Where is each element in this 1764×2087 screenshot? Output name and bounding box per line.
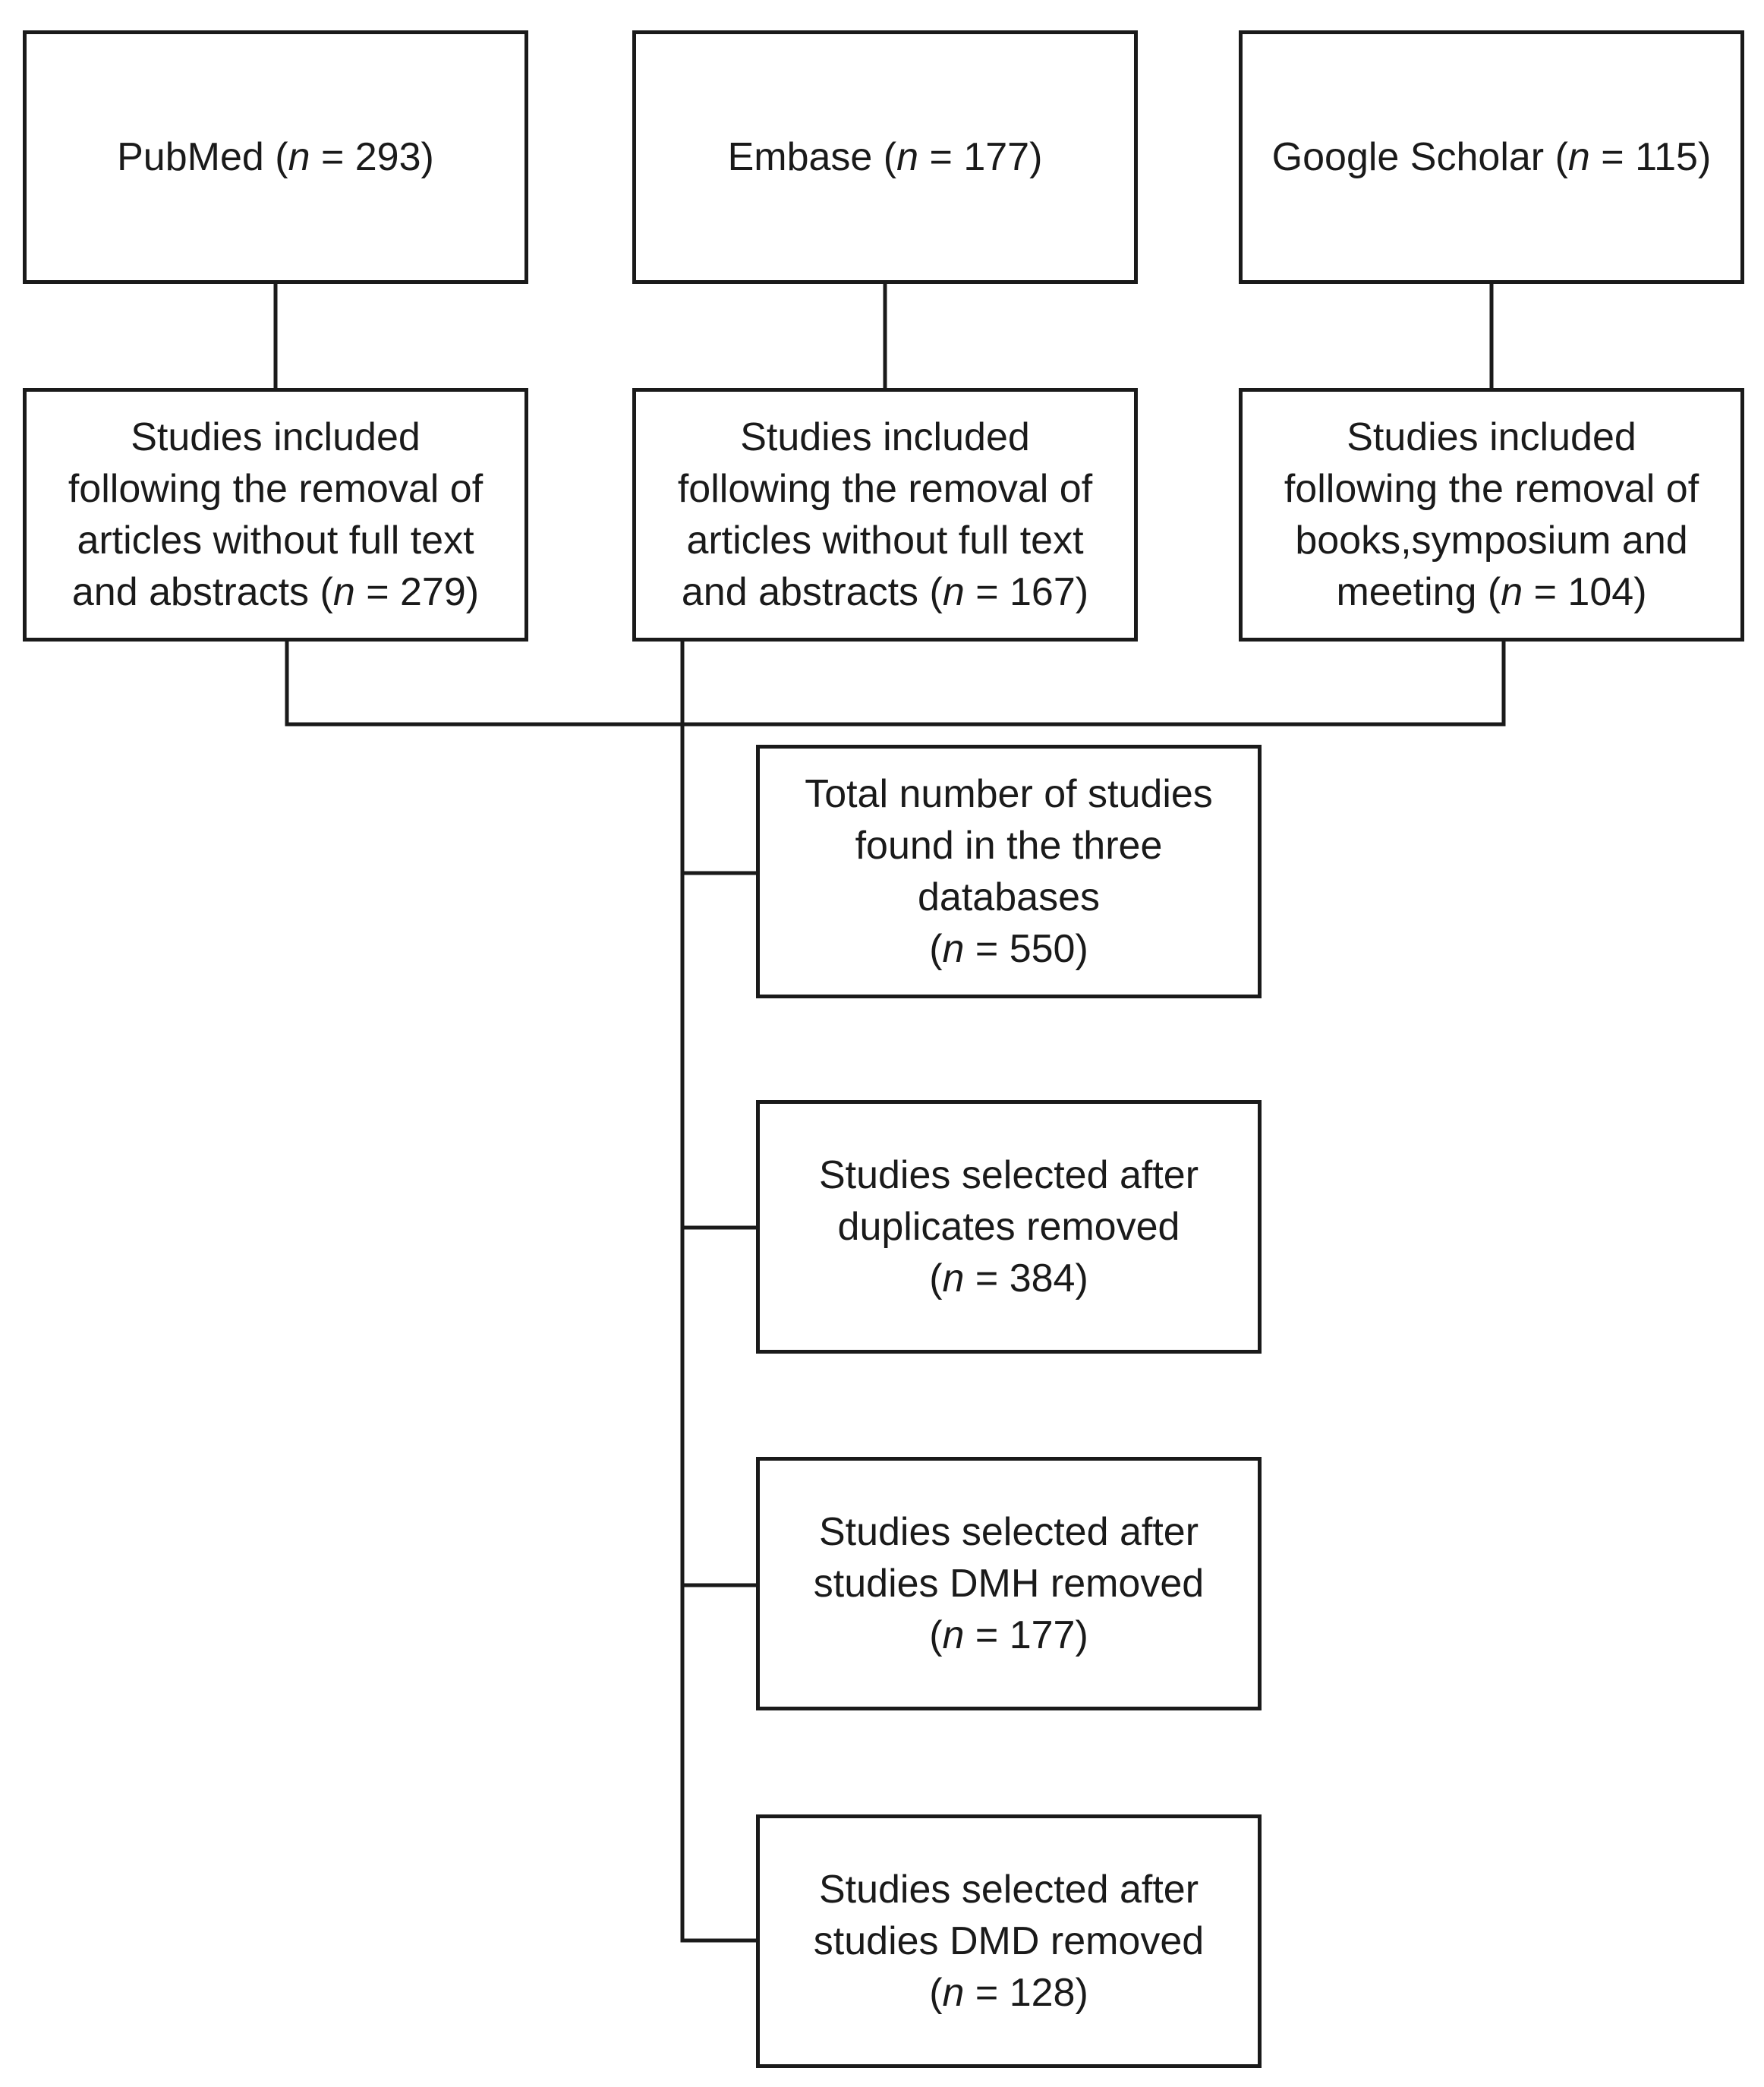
source-box-pubmed: PubMed (n = 293) <box>23 30 528 284</box>
source-box-embase: Embase (n = 177) <box>632 30 1138 284</box>
source-label: Embase (n = 177) <box>727 135 1043 179</box>
dmd-removed-box: Studies selected after studies DMD remov… <box>756 1814 1262 2068</box>
filtered-box-google-scholar: Studies included following the removal o… <box>1239 388 1744 642</box>
filtered-box-pubmed: Studies included following the removal o… <box>23 388 528 642</box>
total-studies-box: Total number of studies found in the thr… <box>756 745 1262 998</box>
filtered-box-embase: Studies included following the removal o… <box>632 388 1138 642</box>
duplicates-removed-box: Studies selected after duplicates remove… <box>756 1100 1262 1354</box>
source-label: Google Scholar (n = 115) <box>1271 135 1712 179</box>
source-label: PubMed (n = 293) <box>117 135 434 179</box>
dmh-removed-box: Studies selected after studies DMH remov… <box>756 1457 1262 1710</box>
source-box-google-scholar: Google Scholar (n = 115) <box>1239 30 1744 284</box>
